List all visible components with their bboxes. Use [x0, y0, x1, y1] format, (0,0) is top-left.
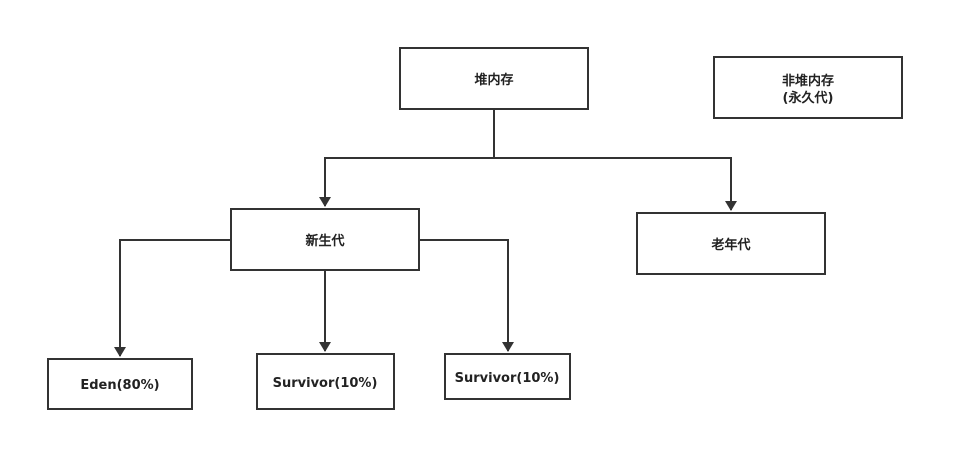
edge-heap-to-old: [494, 157, 737, 211]
non-heap-memory-label: 非堆内存: [782, 73, 834, 89]
non-heap-memory-node: 非堆内存 (永久代): [713, 56, 903, 119]
eden-node: Eden(80%): [47, 358, 193, 410]
heap-memory-label: 堆内存: [474, 72, 513, 88]
non-heap-memory-sublabel: (永久代): [783, 90, 834, 106]
edge-young-to-survivor2: [419, 239, 514, 352]
survivor-node-2: Survivor(10%): [444, 353, 571, 400]
survivor-node-1: Survivor(10%): [256, 353, 395, 410]
old-generation-node: 老年代: [636, 212, 826, 275]
survivor-label-2: Survivor(10%): [455, 371, 560, 386]
young-generation-label: 新生代: [305, 233, 344, 249]
heap-memory-node: 堆内存: [399, 47, 589, 110]
edge-young-to-eden: [114, 239, 231, 357]
edge-heap-to-young: [319, 157, 494, 207]
eden-label: Eden(80%): [80, 378, 159, 393]
young-generation-node: 新生代: [230, 208, 420, 271]
survivor-label-1: Survivor(10%): [273, 376, 378, 391]
old-generation-label: 老年代: [710, 237, 750, 253]
